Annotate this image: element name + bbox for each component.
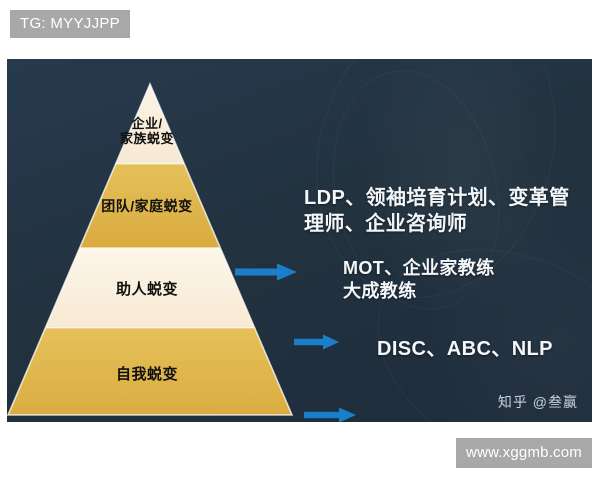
site-watermark: www.xggmb.com <box>456 438 592 468</box>
pyramid-tier-1-band <box>8 84 292 164</box>
arrow-right-icon <box>304 407 356 422</box>
arrow-right-icon <box>294 334 339 355</box>
pyramid-diagram: 企业/ 家族蜕变 团队/家庭蜕变 助人蜕变 自我蜕变 <box>7 59 307 422</box>
telegram-handle-badge: TG: MYYJJPP <box>10 10 130 38</box>
pyramid-tier-1-label: 企业/ 家族蜕变 <box>119 116 174 146</box>
pyramid-tier-4-label: 自我蜕变 <box>115 366 178 383</box>
pyramid-tier-4-band <box>8 328 292 415</box>
program-text-tier-3: MOT、企业家教练 大成教练 <box>343 258 495 302</box>
program-text-tier-4: DISC、ABC、NLP <box>377 338 553 360</box>
slide-panel: 企业/ 家族蜕变 团队/家庭蜕变 助人蜕变 自我蜕变 LDP、领袖培育计划、变革… <box>7 59 592 422</box>
arrow-right-icon <box>235 263 297 286</box>
pyramid-tier-3-label: 助人蜕变 <box>115 281 178 298</box>
zhihu-attribution: 知乎 @叁赢 <box>497 394 578 410</box>
program-text-tier-2: LDP、领袖培育计划、变革管 理师、企业咨询师 <box>304 187 570 235</box>
background-swirl-decoration <box>341 205 592 422</box>
pyramid-tier-2-label: 团队/家庭蜕变 <box>101 198 193 214</box>
